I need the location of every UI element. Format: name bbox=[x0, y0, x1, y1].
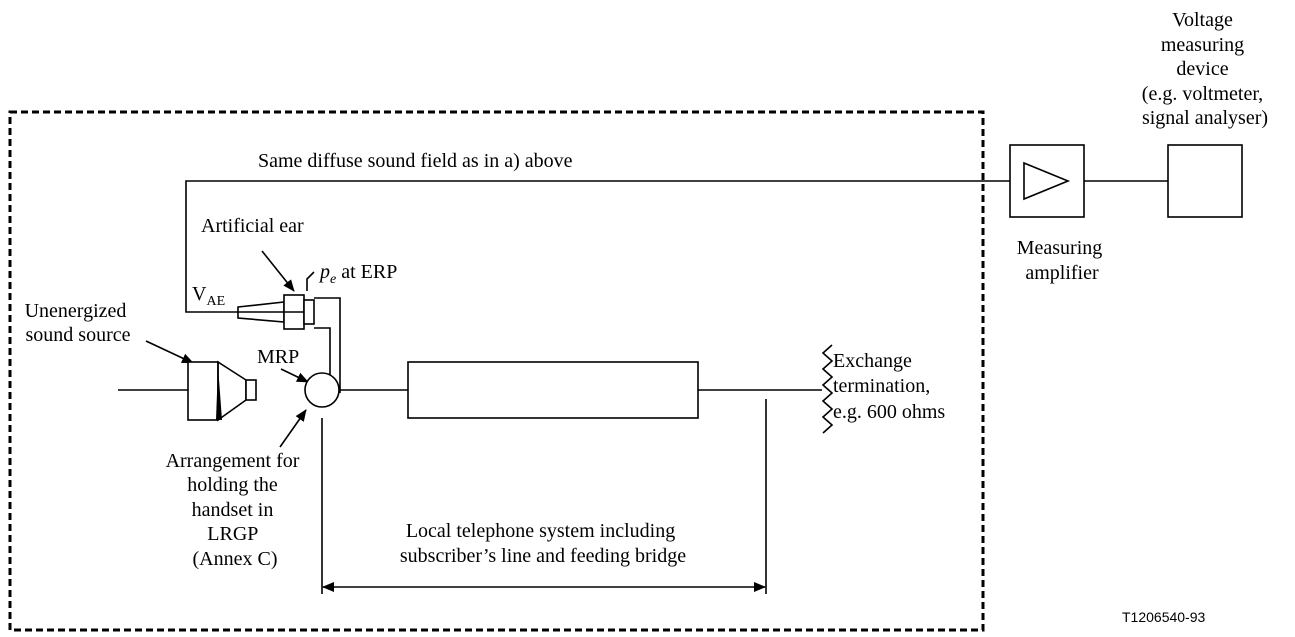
loudspeaker-front bbox=[245, 379, 257, 401]
sound-field-label: Same diffuse sound field as in a) above bbox=[258, 150, 573, 172]
amplifier-triangle-icon bbox=[1023, 161, 1071, 201]
loudspeaker-cone bbox=[217, 360, 247, 422]
vae-signal-line bbox=[185, 180, 1010, 313]
handset-body bbox=[314, 297, 341, 393]
exchange-termination-label: Exchange termination, e.g. 600 ohms bbox=[833, 350, 945, 423]
artificial-ear-arrow bbox=[261, 250, 295, 292]
pe-at-erp-label: pe at ERP bbox=[318, 261, 397, 287]
local-system-label: Local telephone system including subscri… bbox=[400, 520, 686, 567]
voltage-device-box bbox=[1167, 144, 1243, 218]
earpiece-cap bbox=[303, 299, 315, 325]
artificial-ear-label: Artificial ear bbox=[201, 215, 304, 237]
mrp-circle bbox=[304, 372, 340, 408]
dashed-enclosure bbox=[8, 110, 985, 632]
loudspeaker-body bbox=[187, 361, 219, 421]
termination-zigzag-icon bbox=[821, 344, 834, 434]
sound-source-arrow bbox=[145, 340, 194, 364]
figure-id: T1206540-93 bbox=[1122, 609, 1206, 625]
vae-label: VAE bbox=[192, 283, 225, 309]
pe-leader bbox=[306, 271, 315, 291]
voltage-device-label: Voltage measuring device (e.g. voltmeter… bbox=[1142, 9, 1268, 129]
unenergized-source-label: Unenergized sound source bbox=[25, 300, 132, 346]
measuring-amplifier-label: Measuring amplifier bbox=[1017, 237, 1108, 284]
mrp-arrow bbox=[280, 368, 309, 383]
arrangement-arrow bbox=[279, 409, 307, 448]
measuring-amplifier-box bbox=[1009, 144, 1085, 218]
arrangement-label: Arrangement for holding the handset in L… bbox=[166, 450, 305, 570]
loudspeaker-wedge bbox=[216, 366, 222, 420]
local-system-box bbox=[407, 361, 699, 419]
mrp-label: MRP bbox=[257, 346, 299, 368]
